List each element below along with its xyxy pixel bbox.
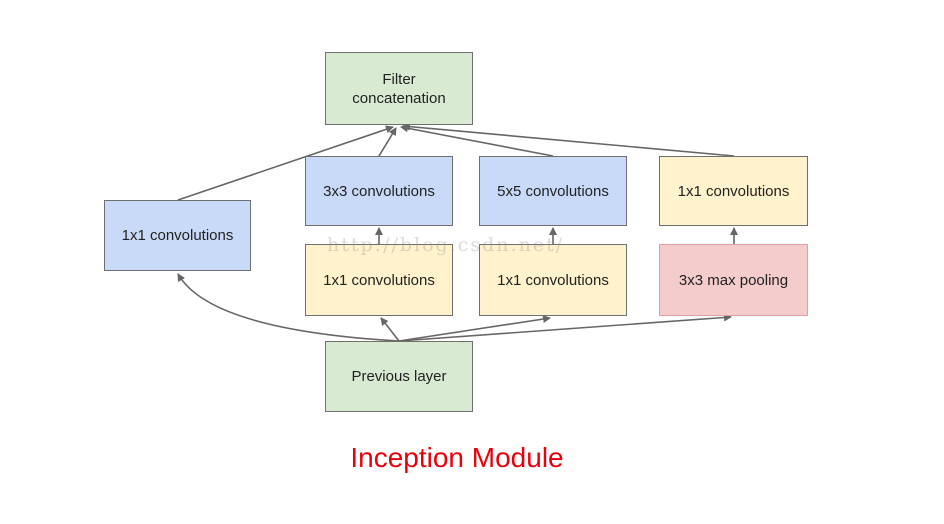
previous-layer-label: Previous layer bbox=[351, 368, 447, 385]
conv1x1-direct-label: 1x1 convolutions bbox=[121, 227, 234, 244]
edge-conv3x3-to-filter-concat bbox=[378, 127, 397, 157]
max-pooling-node: 3x3 max pooling bbox=[659, 244, 808, 316]
filter-concatenation-node: Filter concatenation bbox=[325, 52, 473, 125]
edge-previous-to-conv1x1-b bbox=[380, 317, 400, 342]
conv5x5-label: 5x5 convolutions bbox=[497, 182, 609, 200]
conv1x1-reduce-3x3-label: 1x1 convolutions bbox=[323, 271, 435, 289]
conv1x1-after-pool-node: 1x1 convolutions bbox=[659, 156, 808, 226]
conv1x1-after-pool-label: 1x1 convolutions bbox=[677, 182, 790, 200]
previous-layer-node: Previous layer bbox=[325, 341, 473, 412]
edge-previous-to-conv1x1-a bbox=[177, 273, 400, 342]
conv5x5-node: 5x5 convolutions bbox=[479, 156, 627, 226]
conv1x1-reduce-5x5-node: 1x1 convolutions bbox=[479, 244, 627, 316]
conv1x1-reduce-3x3-node: 1x1 convolutions bbox=[305, 244, 453, 316]
edge-conv1x1-d-to-filter-concat bbox=[402, 122, 735, 157]
edge-previous-to-maxpool bbox=[398, 313, 732, 342]
conv1x1-reduce-5x5-label: 1x1 convolutions bbox=[497, 271, 609, 289]
watermark-text: http://blog.csdn.net/ bbox=[327, 234, 565, 256]
caption-title: Inception Module bbox=[350, 442, 564, 473]
max-pooling-label: 3x3 max pooling bbox=[678, 271, 789, 289]
conv3x3-label: 3x3 convolutions bbox=[323, 182, 435, 200]
edge-previous-to-conv1x1-c bbox=[398, 315, 551, 342]
edge-conv5x5-to-filter-concat bbox=[400, 124, 554, 157]
filter-concatenation-label: Filter concatenation bbox=[352, 70, 446, 107]
edge-conv1x1-a-to-filter-concat bbox=[177, 125, 394, 201]
conv1x1-direct-node: 1x1 convolutions bbox=[104, 200, 251, 271]
conv3x3-node: 3x3 convolutions bbox=[305, 156, 453, 226]
